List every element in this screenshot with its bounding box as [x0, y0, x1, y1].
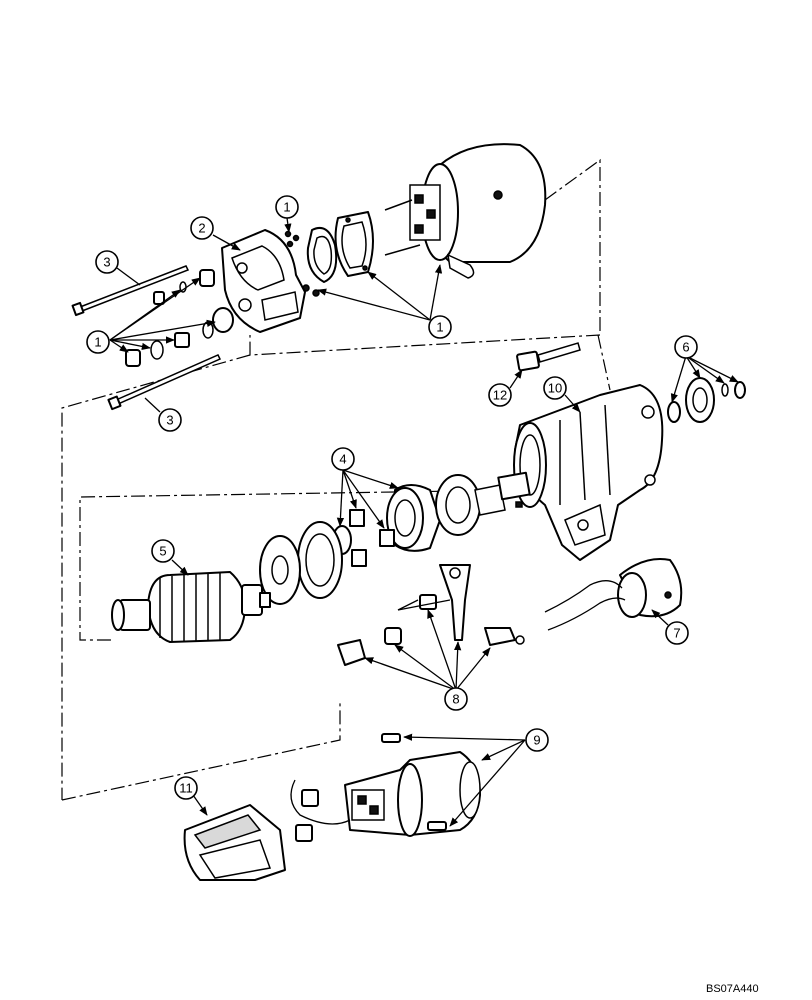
- solenoid-housing: [384, 143, 547, 279]
- callout-2-label: 2: [198, 221, 205, 236]
- callout-5: 5: [151, 539, 175, 563]
- callout-1-right: 1: [428, 315, 452, 339]
- planetary-gear-set: [332, 484, 441, 567]
- callout-1-left-label: 1: [94, 335, 101, 350]
- shift-lever: [439, 564, 471, 641]
- callout-4: 4: [331, 447, 355, 471]
- callout-8: 8: [444, 687, 468, 711]
- solenoid-gasket: [334, 211, 374, 277]
- callout-1-top: 1: [275, 195, 299, 219]
- solenoid-assembly: [544, 558, 683, 631]
- callout-1-top-label: 1: [283, 200, 290, 215]
- callout-12: 12: [488, 383, 512, 407]
- assembly-guide-lines: [61, 158, 611, 801]
- starter-solenoid-lower: [290, 733, 481, 842]
- through-bolt-upper: [71, 265, 190, 317]
- bearing-plate: [259, 535, 301, 605]
- callout-10: 10: [543, 376, 567, 400]
- brush-holders: [337, 594, 525, 666]
- callout-6-label: 6: [682, 340, 689, 355]
- callout-3-upper-label: 3: [103, 255, 110, 270]
- through-bolt-lower: [107, 354, 222, 411]
- callout-3-upper: 3: [95, 250, 119, 274]
- callout-9-label: 9: [533, 733, 540, 748]
- pinion-gear: [667, 377, 746, 423]
- callout-8-label: 8: [452, 692, 459, 707]
- callout-1-left: 1: [86, 330, 110, 354]
- end-housing: [221, 229, 306, 333]
- leader-lines: [109, 217, 739, 827]
- output-shaft: [435, 471, 531, 536]
- callout-9: 9: [525, 728, 549, 752]
- callout-2: 2: [190, 216, 214, 240]
- callout-11: 11: [174, 776, 198, 800]
- callout-10-label: 10: [548, 381, 562, 396]
- bushings-group: [125, 269, 234, 367]
- drive-end-housing: [513, 384, 664, 561]
- callout-6: 6: [674, 335, 698, 359]
- armature: [111, 571, 271, 643]
- callout-11-label: 11: [179, 781, 193, 796]
- callout-3-lower: 3: [158, 408, 182, 432]
- callout-7-label: 7: [673, 626, 680, 641]
- terminal-cover: [183, 804, 286, 881]
- callout-7: 7: [665, 621, 689, 645]
- gasket-ring: [306, 226, 338, 283]
- callout-12-label: 12: [493, 388, 507, 403]
- callout-4-label: 4: [339, 452, 346, 467]
- callout-3-lower-label: 3: [166, 413, 173, 428]
- ring-gear: [297, 521, 343, 599]
- reference-code: BS07A440: [706, 983, 759, 995]
- callout-1-right-label: 1: [436, 320, 443, 335]
- mounting-bolt: [516, 342, 581, 372]
- callout-5-label: 5: [159, 544, 166, 559]
